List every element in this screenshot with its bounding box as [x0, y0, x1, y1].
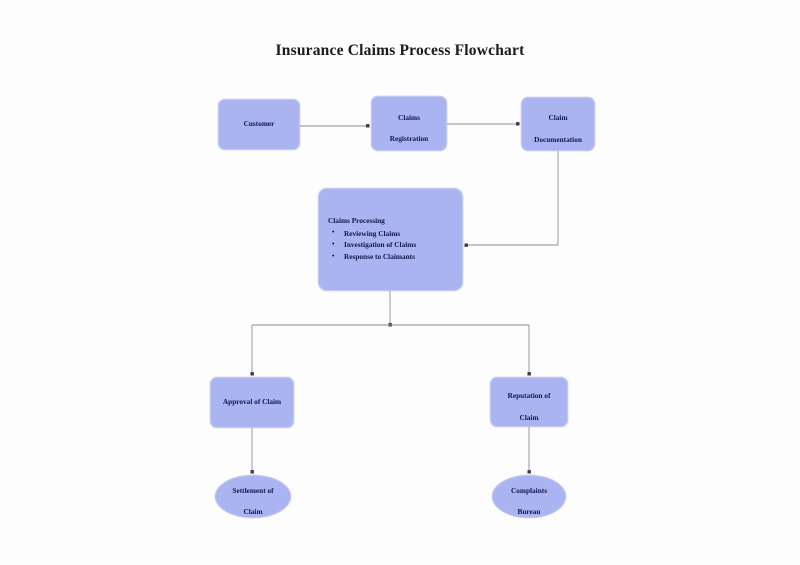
node-customer[interactable]: Customer: [218, 99, 300, 150]
node-customer-label: Customer: [243, 119, 275, 129]
claims-processing-bullet-list: Reviewing Claims Investigation of Claims…: [328, 227, 462, 263]
node-settlement-of-claim[interactable]: Settlement of Claim: [215, 475, 291, 518]
node-claims-registration-label: Claims Registration: [372, 102, 446, 144]
node-reputation-of-claim-label: Reputation of Claim: [491, 381, 567, 423]
node-reputation-of-claim-line1: Reputation of: [507, 391, 551, 401]
node-settlement-of-claim-line2: Claim: [243, 507, 263, 517]
node-claims-registration-line2: Registration: [389, 134, 429, 144]
node-claim-documentation-line1: Claim: [548, 113, 568, 123]
node-claim-documentation-line2: Documentation: [534, 134, 582, 144]
claims-processing-body: Claims Processing Reviewing Claims Inves…: [319, 216, 462, 263]
node-settlement-of-claim-label: Settlement of Claim: [216, 475, 290, 517]
node-claims-processing[interactable]: Claims Processing Reviewing Claims Inves…: [318, 188, 463, 291]
claims-processing-bullet-1: Reviewing Claims: [328, 227, 462, 240]
node-claim-documentation-label: Claim Documentation: [522, 103, 594, 145]
page-title: Insurance Claims Process Flowchart: [275, 42, 525, 59]
node-approval-of-claim[interactable]: Approval of Claim: [210, 377, 294, 428]
node-reputation-of-claim-line2: Claim: [519, 412, 539, 422]
node-complaints-bureau-line2: Bureau: [517, 507, 541, 517]
node-complaints-bureau[interactable]: Complaints Bureau: [492, 475, 566, 518]
node-complaints-bureau-label: Complaints Bureau: [493, 475, 565, 517]
node-claims-registration[interactable]: Claims Registration: [371, 96, 447, 151]
claims-processing-bullet-2: Investigation of Claims: [328, 239, 462, 251]
node-complaints-bureau-line1: Complaints: [510, 485, 548, 495]
node-approval-of-claim-label: Approval of Claim: [222, 397, 282, 407]
edge-documentation-to-processing: [464, 151, 559, 247]
claims-processing-heading: Claims Processing: [328, 215, 385, 225]
node-settlement-of-claim-line1: Settlement of: [232, 485, 274, 495]
node-claim-documentation[interactable]: Claim Documentation: [521, 97, 595, 151]
node-reputation-of-claim[interactable]: Reputation of Claim: [490, 377, 568, 427]
claims-processing-bullet-3: Response to Claimants: [328, 251, 462, 263]
node-claims-registration-line1: Claims: [398, 112, 420, 122]
